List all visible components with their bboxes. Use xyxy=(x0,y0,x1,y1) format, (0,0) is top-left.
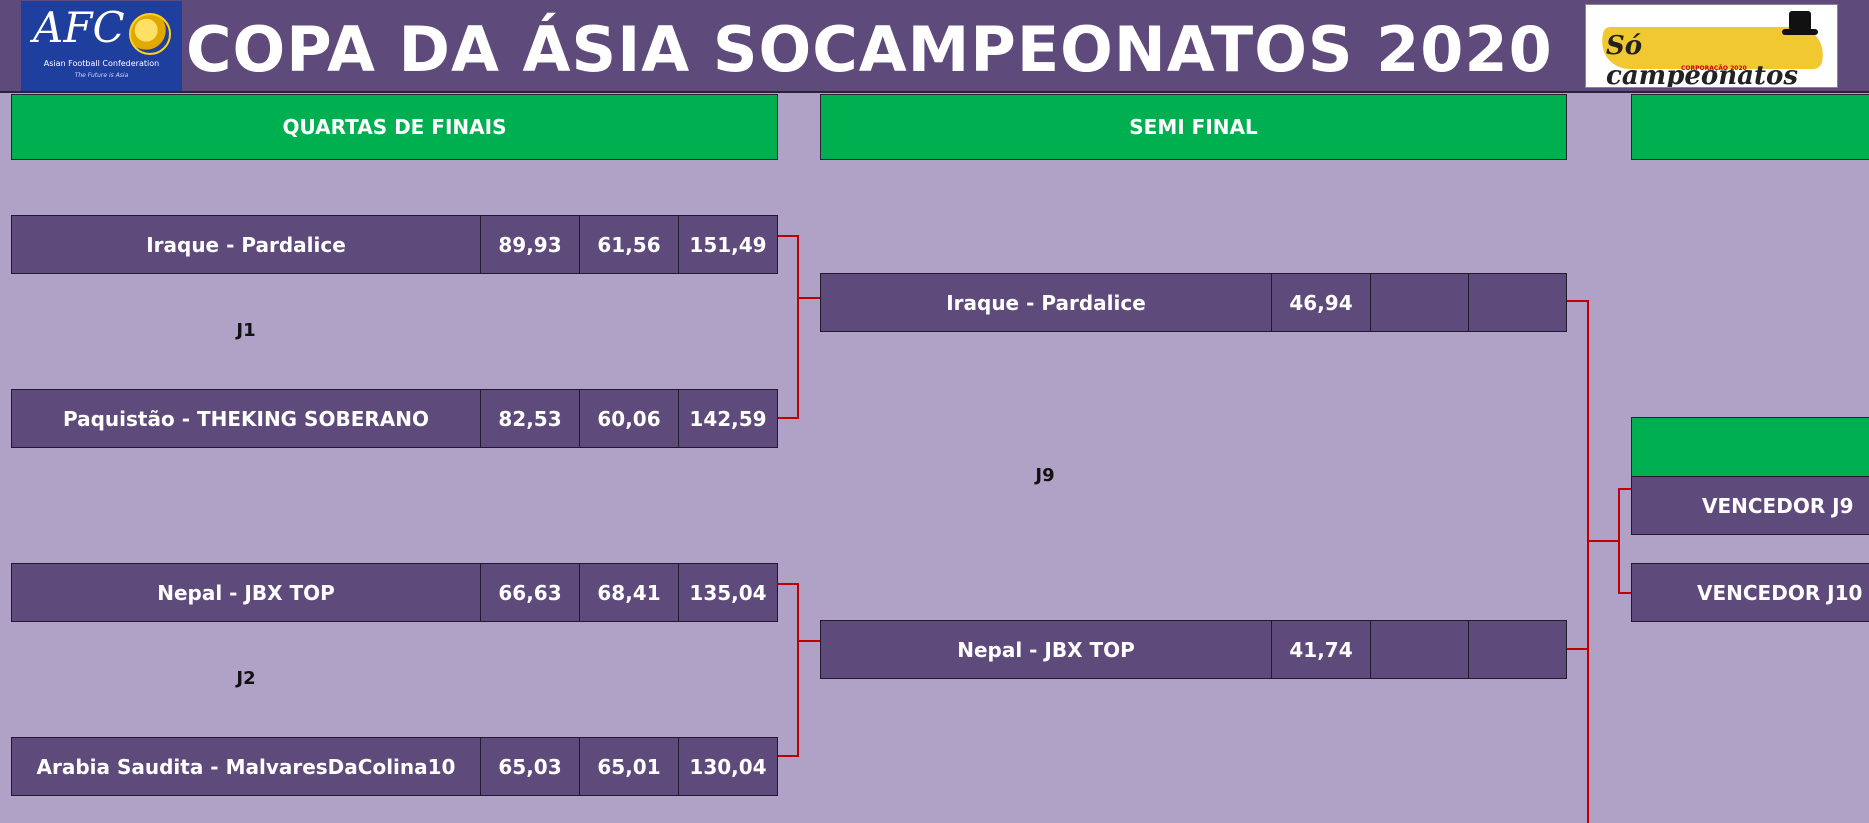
connector-line xyxy=(798,297,820,299)
score-1-cell: 66,63 xyxy=(480,563,580,622)
score-1-cell: 46,94 xyxy=(1271,273,1371,332)
score-1-cell: 65,03 xyxy=(480,737,580,796)
connector-line xyxy=(798,640,820,642)
total-cell: 135,04 xyxy=(678,563,778,622)
score-2-cell xyxy=(1370,620,1469,679)
connector-line xyxy=(1587,300,1589,823)
afc-logo: AFC Asian Football Confederation The Fut… xyxy=(21,1,182,91)
page-title: COPA DA ÁSIA SOCAMPEONATOS 2020 xyxy=(186,13,1553,86)
team-cell: Iraque - Pardalice xyxy=(11,215,481,274)
total-cell xyxy=(1468,273,1567,332)
socampeonatos-logo: Só campeonatos CORPORAÇÃO 2020 xyxy=(1585,4,1838,88)
connector-line xyxy=(778,755,798,757)
afc-logo-tagline: The Future is Asia xyxy=(74,72,129,79)
connector-line xyxy=(778,417,798,419)
connector-line xyxy=(1618,488,1620,594)
connector-line xyxy=(1567,300,1589,302)
score-1-cell: 41,74 xyxy=(1271,620,1371,679)
header-bar xyxy=(0,0,1869,93)
game-label-j9: J9 xyxy=(1035,465,1055,486)
top-hat-brim xyxy=(1782,29,1818,35)
round-header-quarters: QUARTAS DE FINAIS xyxy=(11,94,778,160)
connector-line xyxy=(778,583,798,585)
score-2-cell: 65,01 xyxy=(579,737,679,796)
round-header-semis: SEMI FINAL xyxy=(820,94,1567,160)
logo-small-text: CORPORAÇÃO 2020 xyxy=(1681,65,1747,72)
football-icon xyxy=(129,13,171,55)
final-header xyxy=(1631,417,1869,477)
connector-line xyxy=(1589,540,1619,542)
final-team-cell: VENCEDOR J10 xyxy=(1631,563,1869,622)
score-1-cell: 89,93 xyxy=(480,215,580,274)
connector-line xyxy=(1619,488,1631,490)
connector-line xyxy=(797,235,799,419)
team-cell: Iraque - Pardalice xyxy=(820,273,1272,332)
round-header-final xyxy=(1631,94,1869,160)
total-cell: 142,59 xyxy=(678,389,778,448)
game-label-j2: J2 xyxy=(236,668,256,689)
total-cell: 151,49 xyxy=(678,215,778,274)
team-cell: Nepal - JBX TOP xyxy=(820,620,1272,679)
team-cell: Arabia Saudita - MalvaresDaColina10 xyxy=(11,737,481,796)
afc-logo-letters: AFC xyxy=(33,3,125,52)
total-cell: 130,04 xyxy=(678,737,778,796)
score-1-cell: 82,53 xyxy=(480,389,580,448)
connector-line xyxy=(797,583,799,757)
total-cell xyxy=(1468,620,1567,679)
top-hat-icon xyxy=(1789,11,1811,31)
score-2-cell: 61,56 xyxy=(579,215,679,274)
connector-line xyxy=(778,235,798,237)
score-2-cell: 60,06 xyxy=(579,389,679,448)
score-2-cell: 68,41 xyxy=(579,563,679,622)
logo-text: Só campeonatos xyxy=(1606,31,1798,88)
afc-logo-subtitle: Asian Football Confederation xyxy=(43,59,160,68)
team-cell: Nepal - JBX TOP xyxy=(11,563,481,622)
connector-line xyxy=(1619,592,1631,594)
connector-line xyxy=(1567,648,1589,650)
game-label-j1: J1 xyxy=(236,320,256,341)
final-team-cell: VENCEDOR J9 xyxy=(1631,476,1869,535)
team-cell: Paquistão - THEKING SOBERANO xyxy=(11,389,481,448)
score-2-cell xyxy=(1370,273,1469,332)
